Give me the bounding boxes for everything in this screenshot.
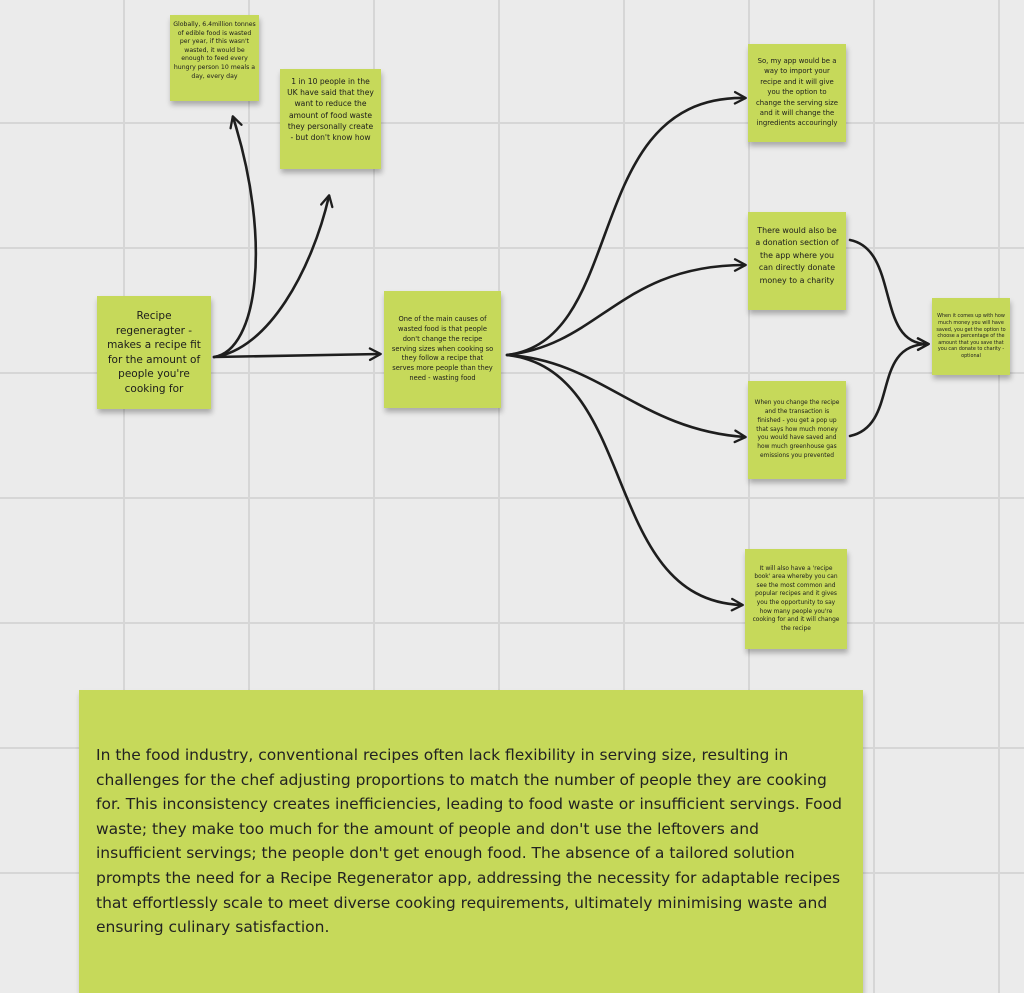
- sticky-note-text: So, my app would be a way to import your…: [756, 57, 838, 128]
- sticky-note-text: One of the main causes of wasted food is…: [391, 314, 494, 383]
- connector-cause-to-recipe-book[interactable]: [505, 353, 744, 612]
- sticky-note-text: When it comes up with how much money you…: [936, 313, 1006, 359]
- sticky-note-text: Recipe regeneragter - makes a recipe fit…: [107, 310, 201, 395]
- sticky-note-text: 1 in 10 people in the UK have said that …: [287, 77, 374, 143]
- connector-donation-to-optional[interactable]: [848, 238, 930, 352]
- connector-cause-to-popup[interactable]: [505, 353, 747, 444]
- connector-central-to-cause[interactable]: [212, 347, 382, 362]
- problem-statement-text: In the food industry, conventional recip…: [96, 746, 842, 937]
- sticky-note-text: It will also have a 'recipe book' area w…: [752, 565, 840, 632]
- sticky-note-recipe-regenerator-idea[interactable]: Recipe regeneragter - makes a recipe fit…: [97, 296, 211, 409]
- connector-cause-to-import[interactable]: [505, 90, 747, 357]
- sticky-note-uk-food-waste-stat[interactable]: 1 in 10 people in the UK have said that …: [280, 69, 381, 169]
- sticky-note-savings-popup-feature[interactable]: When you change the recipe and the trans…: [748, 381, 846, 479]
- sticky-note-cause-of-waste[interactable]: One of the main causes of wasted food is…: [384, 291, 501, 408]
- sticky-note-optional-donation[interactable]: When it comes up with how much money you…: [932, 298, 1010, 375]
- sticky-note-global-food-waste-stat[interactable]: Globally, 6.4million tonnes of edible fo…: [170, 15, 259, 101]
- connector-popup-to-optional[interactable]: [848, 337, 930, 438]
- sticky-note-text: When you change the recipe and the trans…: [754, 399, 840, 460]
- connector-cause-to-donation[interactable]: [505, 258, 747, 357]
- connector-central-to-uk-stat[interactable]: [212, 194, 334, 359]
- sticky-note-text: There would also be a donation section o…: [755, 226, 839, 285]
- sticky-note-recipe-book-feature[interactable]: It will also have a 'recipe book' area w…: [745, 549, 847, 649]
- sticky-note-import-recipe-feature[interactable]: So, my app would be a way to import your…: [748, 44, 846, 142]
- sticky-note-donation-feature[interactable]: There would also be a donation section o…: [748, 212, 846, 310]
- sticky-note-text: Globally, 6.4million tonnes of edible fo…: [173, 21, 256, 80]
- connector-central-to-global-stat[interactable]: [212, 115, 258, 359]
- problem-statement-box[interactable]: In the food industry, conventional recip…: [79, 690, 863, 993]
